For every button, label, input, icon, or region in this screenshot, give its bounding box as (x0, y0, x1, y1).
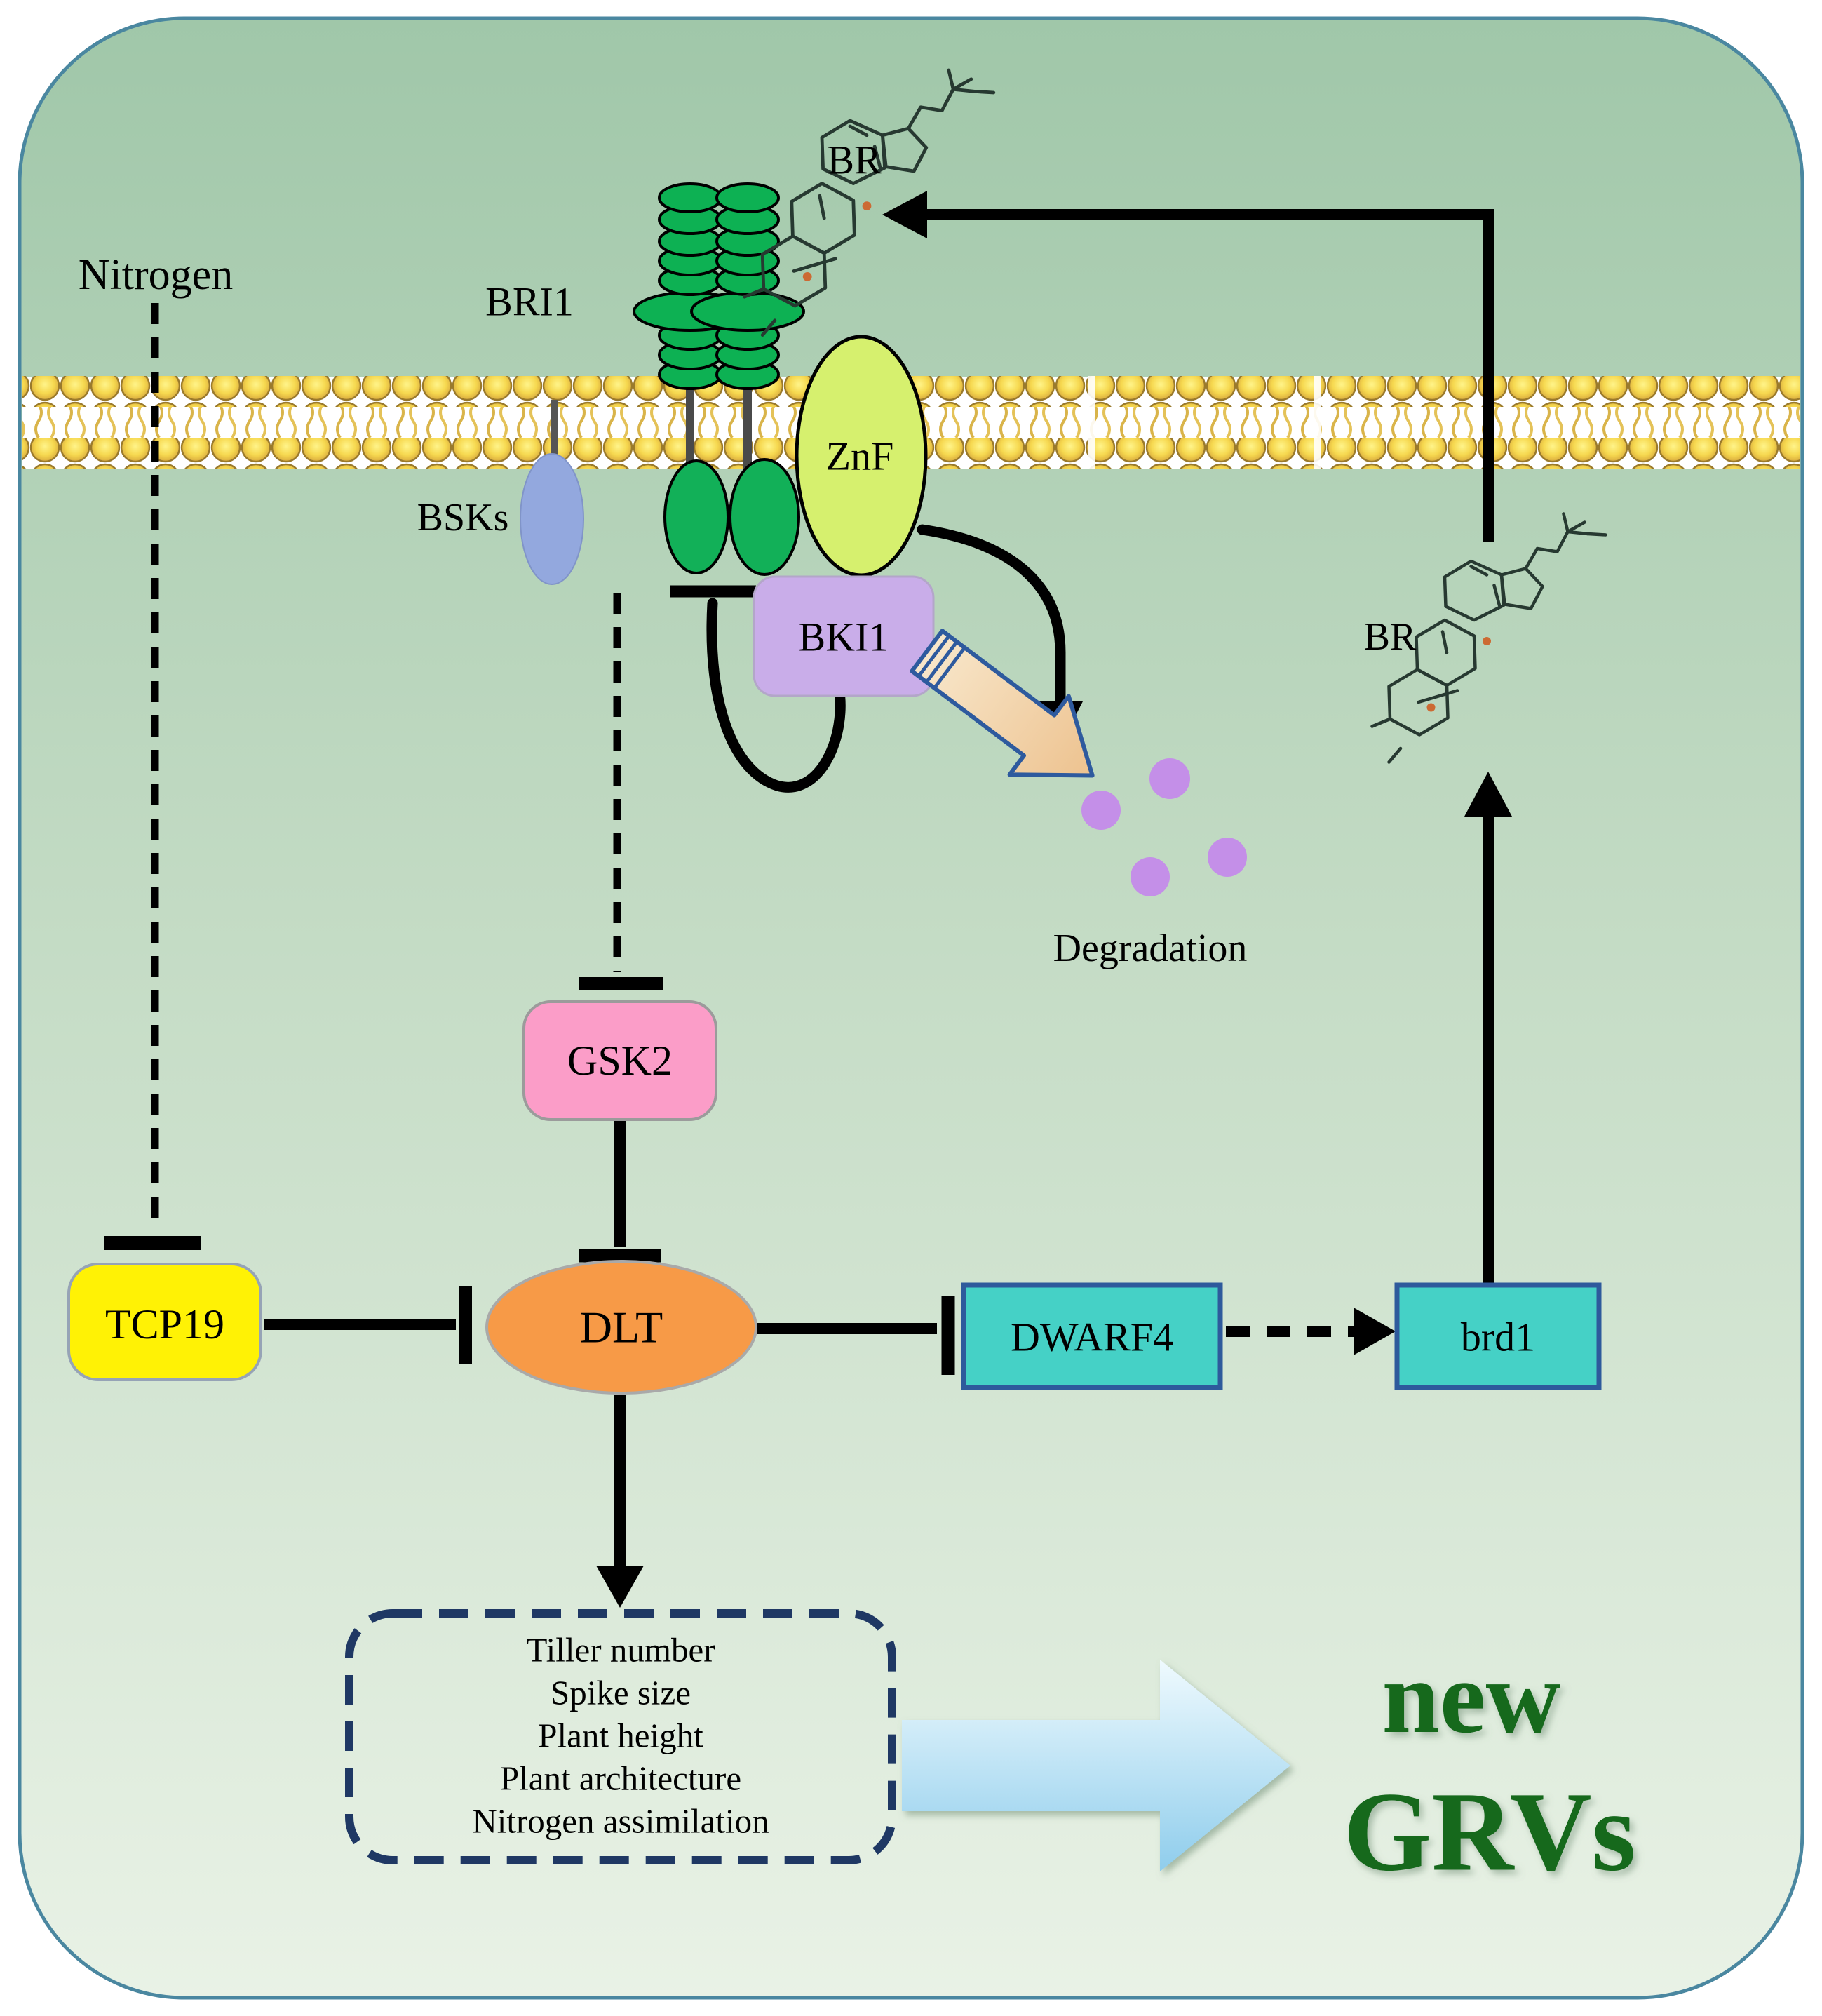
br-top-label: BR (827, 137, 882, 183)
cell-body (20, 18, 1802, 1998)
outcome-line-3: Plant height (538, 1716, 703, 1755)
degradation-fragments (1081, 758, 1247, 896)
membrane-seam (1088, 376, 1095, 469)
bri1-stem-left (686, 379, 694, 484)
cell-outline (18, 16, 1804, 2000)
dlt-outcome-arrowhead (596, 1566, 644, 1608)
outcome-line-4: Plant architecture (500, 1759, 741, 1798)
outcome-line-1: Tiller number (526, 1631, 715, 1669)
brd1-box (1394, 1282, 1602, 1390)
bki1-label: BKI1 (799, 614, 889, 660)
bri1-stem-right (743, 379, 752, 484)
br-feedback-arrow-shaft (906, 209, 1494, 542)
tcp19-label: TCP19 (105, 1301, 224, 1348)
dwarf4-box (961, 1282, 1223, 1390)
brd1-label: brd1 (1461, 1315, 1535, 1360)
dwarf4-label: DWARF4 (1011, 1315, 1173, 1360)
bsks-stem (551, 400, 558, 463)
bri1-label: BRI1 (485, 279, 574, 325)
dlt-label: DLT (580, 1303, 663, 1352)
degradation-block-arrow (910, 629, 1095, 778)
new-grvs-wordmark: new GRVs (1343, 1640, 1635, 1895)
bki1-bri1-inhibition-loop (706, 598, 846, 793)
gsk2-box (522, 1000, 717, 1121)
outcome-dashed-box (345, 1609, 896, 1864)
grvs-text: GRVs (1343, 1770, 1635, 1895)
new-text: new (1382, 1640, 1561, 1755)
nitrogen-label: Nitrogen (79, 251, 233, 299)
bki1-box (753, 575, 935, 697)
brd1-br-arrowhead-up (1464, 772, 1512, 817)
membrane-seam (1314, 376, 1321, 469)
outcome-line-2: Spike size (551, 1674, 691, 1712)
znf-protein (795, 335, 928, 577)
dwarf4-brd1-arrowhead (1354, 1308, 1396, 1355)
bsks-label: BSKs (417, 496, 509, 539)
bri1-kinase-domains (663, 458, 800, 576)
degradation-label: Degradation (1053, 927, 1248, 970)
br-feedback-arrowhead-left (882, 191, 927, 238)
br-right-label: BR (1364, 615, 1417, 659)
outcome-line-5: Nitrogen assimilation (472, 1802, 769, 1841)
outcome-list: Tiller number Spike size Plant height Pl… (472, 1631, 769, 1841)
bsks-protein (520, 453, 584, 585)
znf-degradation-arrow-curve (917, 524, 1066, 707)
outcome-grv-block-arrow (902, 1660, 1290, 1871)
gsk2-label: GSK2 (567, 1037, 673, 1084)
znf-label: ZnF (826, 434, 894, 479)
tcp19-box (67, 1263, 262, 1381)
dlt-ellipse (485, 1260, 757, 1395)
